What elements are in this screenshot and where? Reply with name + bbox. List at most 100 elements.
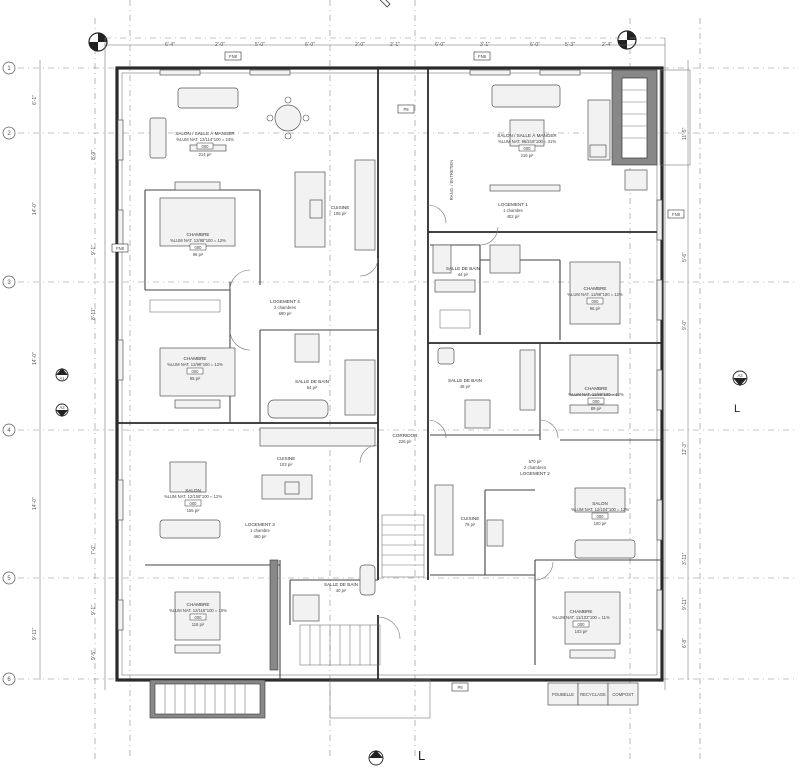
room-name: CHAMBRE [187, 602, 210, 607]
stairs [149, 514, 431, 719]
logement-3-labels: CUISINE 103 pi² SALON %LUM NAT. 12/159"1… [164, 456, 358, 627]
right-dim-3: 9'-0" [682, 320, 688, 330]
top-dim-7: 6'-0" [435, 42, 445, 48]
room-tag: 000 [195, 245, 203, 250]
grid-lines [18, 0, 795, 760]
furniture-logement-4 [149, 87, 376, 419]
room-area: 48 pi² [460, 384, 471, 389]
room-area: 44 pi² [458, 272, 469, 277]
room-name: SALON / SALLE À MANGER [175, 130, 235, 136]
room-tag: 000 [593, 399, 601, 404]
left-dim-5: 8'-11" [91, 307, 97, 320]
left-dim-10: 9'-11" [32, 627, 38, 640]
section-tag-left-upper: A1 [59, 376, 65, 381]
room-name: CUISINE [461, 516, 480, 521]
right-dim-2: 5'-6" [682, 252, 688, 262]
room-name: SALLE DE BAIN [295, 379, 329, 384]
unit-area: 460 pi² [254, 534, 267, 539]
room-tag: 000 [592, 299, 600, 304]
furniture-logement-3 [159, 427, 376, 671]
room-area: 216 pi² [521, 153, 534, 158]
room-light: %LUM NAT. 12/98"100 = 12% [167, 362, 223, 367]
room-area: 40 pi² [336, 588, 347, 593]
room-light: %LUM NAT. 12/118"100 = 10% [169, 608, 227, 613]
grid-label-2: 2 [7, 131, 11, 137]
room-area: 64 pi² [307, 385, 318, 390]
room-name: CHAMBRE [585, 386, 608, 391]
door-tag: P8 [457, 685, 463, 690]
door-tag: P8 [403, 107, 409, 112]
room-light: %LUM NAT. 12/104"100 = 12% [571, 507, 629, 512]
window-tag: FN8 [116, 246, 125, 251]
room-tag: 000 [202, 144, 210, 149]
room-area: 226 pi² [399, 439, 412, 444]
windows [117, 69, 663, 631]
grid-label-5: 5 [7, 576, 11, 582]
furniture-logement-1 [432, 84, 648, 329]
bin-label-compost: COMPOST [612, 692, 634, 697]
room-name: SALLE DE BAIN [446, 266, 480, 271]
grid-bubbles: 1 2 3 4 5 6 [2, 61, 16, 686]
top-dimensions: 6'-4" 2'-0" 5'-0" 6'-0" 2'-0" 2'-1" 6'-0… [105, 42, 665, 48]
room-light: %LUM NAT. 12/98"100 = 12% [170, 238, 226, 243]
room-area: 103 pi² [575, 629, 588, 634]
room-area: 89 pi² [591, 406, 602, 411]
door-swings [229, 204, 559, 640]
top-dim-10: 5'-3" [565, 42, 575, 48]
logement-1-labels: SALON / SALLE À MANGER %LUM NAT. 96/216"… [446, 132, 623, 311]
service-shaft [611, 69, 691, 166]
waste-bins: POUBELLE RECYCLAGE COMPOST [547, 682, 639, 706]
room-name: CHAMBRE [584, 286, 607, 291]
unit-area: 570 pi² [529, 459, 542, 464]
section-markers: A1 A3 A3 L L [55, 368, 748, 766]
unit-subtitle: 1 chambre [503, 208, 523, 213]
room-area: 95 pi² [190, 376, 201, 381]
room-tag: 000 [524, 146, 532, 151]
room-light: %LUM NAT. 11/102"100 = 11% [552, 615, 610, 620]
top-dim-3: 5'-0" [255, 42, 265, 48]
left-dim-6: 14'-0" [32, 352, 38, 365]
section-tag-left-lower: A3 [59, 405, 65, 410]
unit-title: LOGEMENT 4 [270, 299, 300, 304]
room-name: CHAMBRE [184, 356, 207, 361]
view-mark-bottom: L [418, 748, 425, 763]
grid-label-1: 1 [7, 66, 11, 72]
window-tag: FN8 [478, 54, 487, 59]
left-dim-8: 7'-0" [91, 545, 97, 555]
window-tag: FN8 [229, 54, 238, 59]
left-dim-3: 14'-0" [32, 202, 38, 215]
room-name: SALON / SALLE À MANGER [497, 132, 557, 138]
grid-label-6: 6 [7, 677, 11, 683]
unit-title: LOGEMENT 1 [498, 202, 528, 207]
top-dim-6: 2'-1" [390, 42, 400, 48]
room-area: 96 pi² [590, 306, 601, 311]
room-area: 100 pi² [594, 521, 607, 526]
right-dim-5: 3'-11" [682, 552, 688, 565]
furniture-logement-2 [434, 347, 636, 659]
window-tag: FN8 [672, 212, 681, 217]
room-tag: 000 [578, 622, 586, 627]
top-dim-1: 6'-4" [165, 42, 175, 48]
unit-area: 402 pi² [507, 214, 520, 219]
bin-label-recyclage: RECYCLAGE [580, 692, 606, 697]
left-dim-7: 14'-0" [32, 497, 38, 510]
view-mark-right: L [734, 403, 740, 415]
left-dimensions: 6'-1" 8'-9" 14'-0" 9'-1" 8'-11" 14'-0" 1… [32, 60, 97, 680]
room-area: 214 pi² [199, 152, 212, 157]
room-name: CHAMBRE [570, 609, 593, 614]
room-light: %LUM NAT. 11/98"100 = 12% [567, 292, 623, 297]
right-dim-6: 9'-11" [682, 597, 688, 610]
room-area: 155 pi² [187, 508, 200, 513]
room-light: %LUM NAT. 11/88"100 = 12% [568, 392, 624, 397]
room-name: CHAMBRE [187, 232, 210, 237]
room-tag: 000 [190, 501, 198, 506]
room-name: SALLE DE BAIN [324, 582, 358, 587]
room-tag: 000 [192, 369, 200, 374]
top-dim-11: 2'-4" [602, 42, 612, 48]
grid-label-3: 3 [7, 280, 11, 286]
room-tag: 000 [597, 514, 605, 519]
top-dim-2: 2'-0" [215, 42, 225, 48]
corner-markers [88, 0, 637, 52]
top-dim-4: 6'-0" [305, 42, 315, 48]
room-name: CUISINE [331, 205, 350, 210]
